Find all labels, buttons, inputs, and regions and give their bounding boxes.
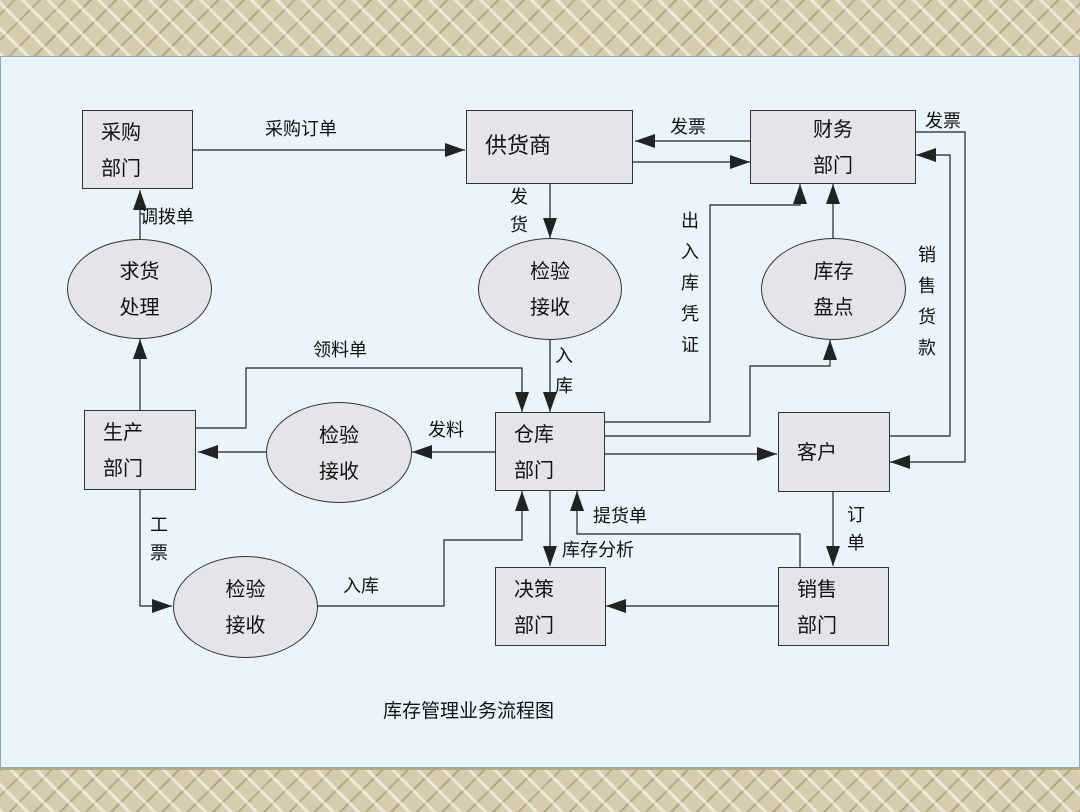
supplier-node: 供货商 [466,110,633,184]
label-delivery-note: 提货单 [593,506,647,527]
arrow-in-out-voucher [605,184,807,423]
label-inbound-bottom: 入库 [343,576,379,597]
inspection-receiving-bottom-node: 检验 接收 [173,556,318,658]
arrow-delivery-note [570,491,801,568]
arrow-sales-payment [890,148,951,437]
inventory-check-node: 库存 盘点 [761,238,906,340]
label-inbound-top: 入 库 [555,346,573,397]
label-ship: 发 货 [510,187,528,236]
inspection-receiving-mid-node: 检验 接收 [266,402,412,503]
label-order: 订 单 [847,505,865,554]
label-in-out-voucher: 出 入 库 凭 证 [681,211,699,356]
label-invoice-supplier: 发票 [670,117,706,138]
label-sales-payment: 销 售 货 款 [918,245,936,359]
finance-dept-node: 财务 部门 [750,110,916,184]
label-transfer-slip: 调拨单 [140,207,194,228]
decorative-border-bottom [0,768,1080,812]
arrow-material-requisition [196,367,529,429]
decision-dept-node: 决策 部门 [495,567,606,646]
label-material-requisition: 领料单 [313,340,367,361]
arrow-work-ticket [139,490,172,613]
diagram-caption: 库存管理业务流程图 [383,700,555,722]
demand-processing-node: 求货 处理 [67,239,212,339]
arrow-invoice-to-customer [890,131,966,469]
inspection-receiving-top-node: 检验 接收 [478,238,622,340]
arrow-warehouse-to-inventory-check [605,340,837,437]
customer-node: 客户 [778,412,890,492]
production-dept-node: 生产 部门 [84,410,196,490]
label-purchase-order: 采购订单 [265,119,337,140]
purchasing-dept-node: 采购 部门 [82,110,193,189]
label-invoice-customer: 发票 [925,111,961,132]
arrow-inbound-bottom [318,491,529,607]
label-work-ticket: 工 票 [150,515,168,564]
decorative-border-top [0,0,1080,58]
label-inventory-analysis: 库存分析 [562,540,634,561]
label-issue-material: 发料 [428,420,464,441]
warehouse-dept-node: 仓库 部门 [495,412,605,491]
sales-dept-node: 销售 部门 [778,567,889,646]
